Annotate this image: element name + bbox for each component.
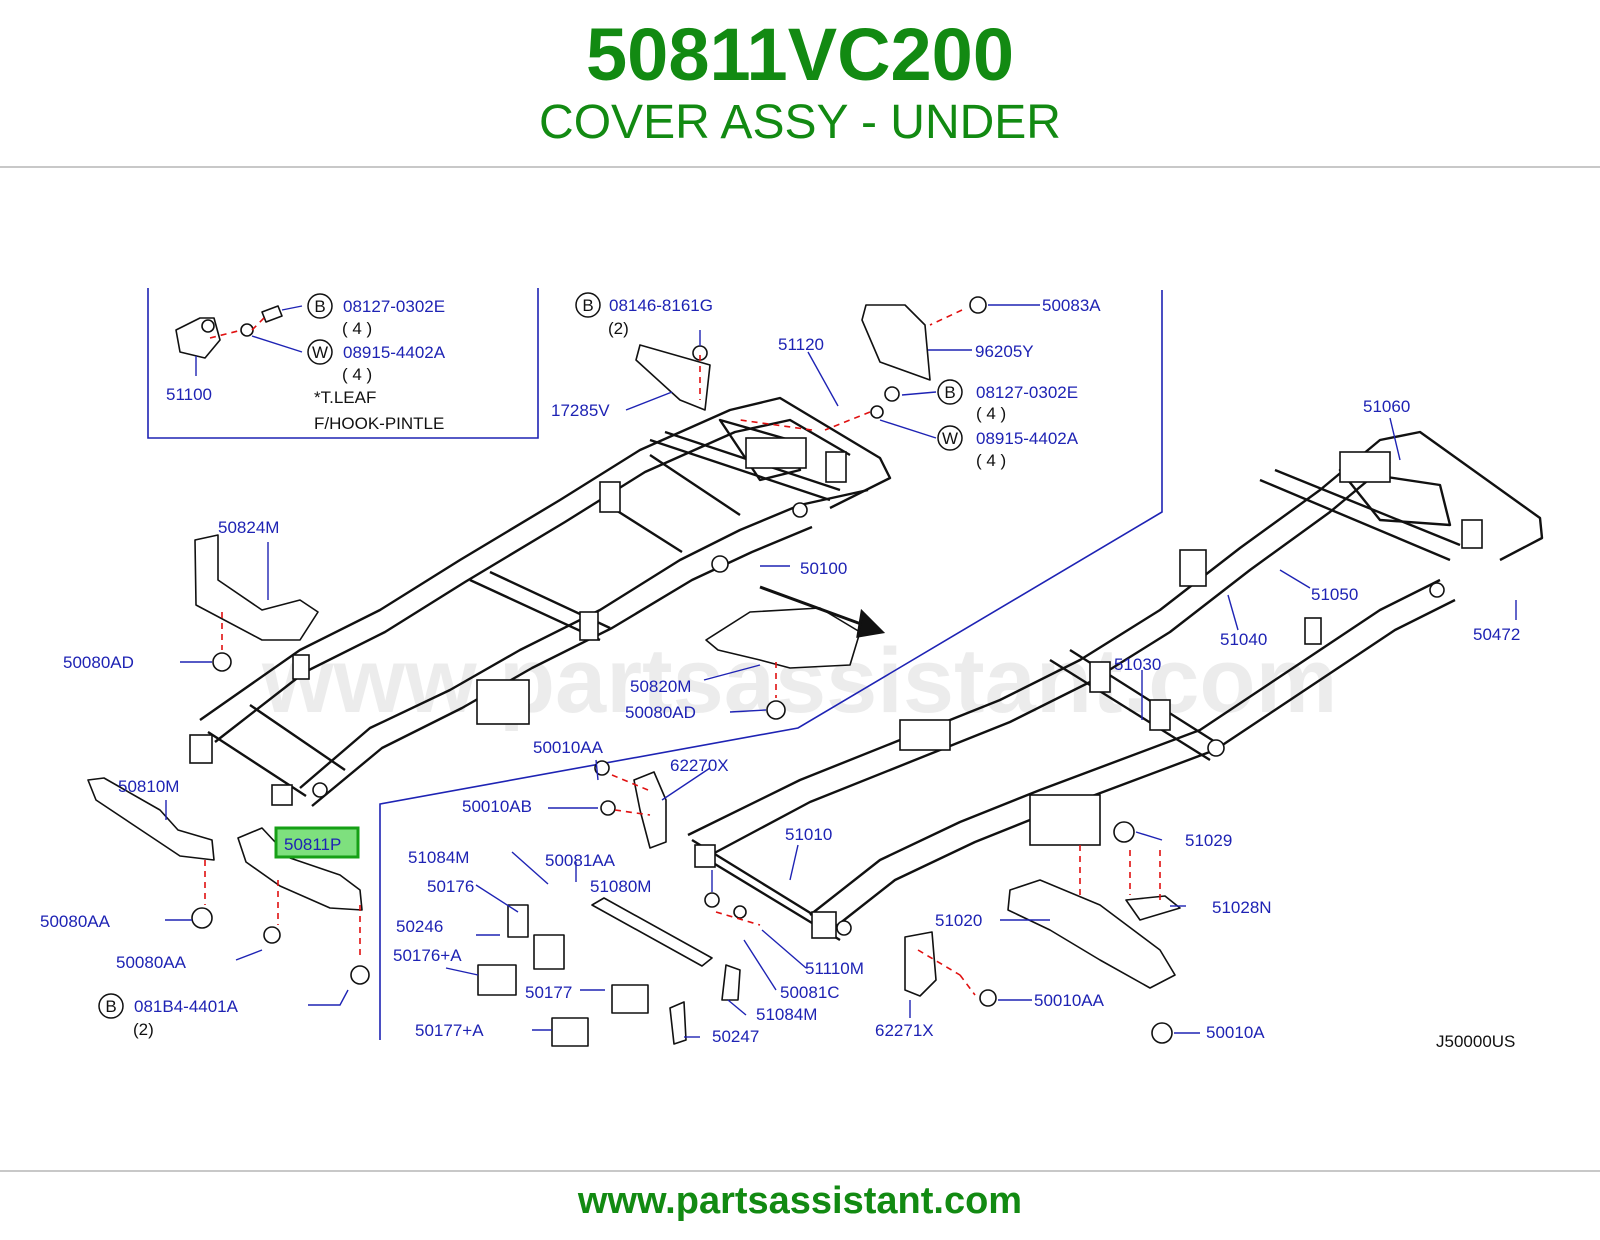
part-number-title: 50811VC200 xyxy=(586,13,1014,96)
part-label: 50100 xyxy=(800,559,847,578)
part-label: 50010AA xyxy=(533,738,604,757)
part-label: 08915-4402A xyxy=(343,343,446,362)
diagram-code: J50000US xyxy=(1436,1032,1515,1051)
part-label: 50083A xyxy=(1042,296,1101,315)
circle-markers xyxy=(98,292,963,1019)
part-label: 51080M xyxy=(590,877,651,896)
part-label: 50824M xyxy=(218,518,279,537)
frame-lower-fittings xyxy=(694,451,1483,939)
part-label: 51020 xyxy=(935,911,982,930)
marker-w: W xyxy=(312,343,328,362)
parts-diagram: www.partsassistant.com xyxy=(0,270,1600,1080)
part-label: 50176 xyxy=(427,877,474,896)
highlight-box xyxy=(274,826,360,859)
direction-arrow xyxy=(759,585,886,638)
part-label: 50247 xyxy=(712,1027,759,1046)
part-label: 50246 xyxy=(396,917,443,936)
part-label: 51100 xyxy=(166,385,212,404)
part-label: 50080AA xyxy=(40,912,111,931)
part-label: 51028N xyxy=(1212,898,1272,917)
part-label: 50080AD xyxy=(63,653,134,672)
part-label: 50081AA xyxy=(545,851,616,870)
inset-box xyxy=(147,288,539,439)
part-label: 50820M xyxy=(630,677,691,696)
part-label: 51110M xyxy=(805,959,864,978)
part-label: 50810M xyxy=(118,777,179,796)
part-label: 50010AA xyxy=(1034,991,1105,1010)
part-labels: 08127-0302E 08915-4402A 51100 08146-8161… xyxy=(40,296,1520,1046)
marker-b: B xyxy=(105,997,116,1016)
part-label: 08127-0302E xyxy=(976,383,1078,402)
part-label: 08915-4402A xyxy=(976,429,1079,448)
part-label: 50176+A xyxy=(393,946,462,965)
part-label: 96205Y xyxy=(975,342,1034,361)
part-label: 50010A xyxy=(1206,1023,1265,1042)
part-label: 51060 xyxy=(1363,397,1410,416)
part-label: 08146-8161G xyxy=(609,296,713,315)
assembly-dash-lines xyxy=(204,309,1161,996)
part-label: 51084M xyxy=(756,1005,817,1024)
marker-b: B xyxy=(582,296,593,315)
quantity-label: (2) xyxy=(133,1020,154,1039)
divider-line xyxy=(379,290,1163,1040)
quantity-label: ( 4 ) xyxy=(976,404,1006,423)
exploded-frame-diagram: www.partsassistant.com xyxy=(40,288,1544,1051)
frame-upper-fittings xyxy=(189,437,847,806)
part-label: 081B4-4401A xyxy=(134,997,239,1016)
marker-b: B xyxy=(944,383,955,402)
quantity-label: ( 4 ) xyxy=(976,451,1006,470)
part-label: 50010AB xyxy=(462,797,532,816)
part-label: 51084M xyxy=(408,848,469,867)
quantity-label: ( 4 ) xyxy=(342,319,372,338)
highlighted-part-label[interactable]: 50811P xyxy=(284,835,341,854)
inset-note: *T.LEAF xyxy=(314,388,376,407)
part-label: 51050 xyxy=(1311,585,1358,604)
part-label: 51029 xyxy=(1185,831,1232,850)
part-label: 50080AD xyxy=(625,703,696,722)
part-label: 50177+A xyxy=(415,1021,484,1040)
part-label: 51040 xyxy=(1220,630,1267,649)
part-label: 50177 xyxy=(525,983,572,1002)
footer-url[interactable]: www.partsassistant.com xyxy=(577,1180,1023,1222)
part-label: 51030 xyxy=(1114,655,1161,674)
part-label: 08127-0302E xyxy=(343,297,445,316)
leader-lines xyxy=(165,304,1517,1038)
quantity-label: (2) xyxy=(608,319,629,338)
header-divider xyxy=(0,166,1600,168)
part-label: 50080AA xyxy=(116,953,187,972)
marker-b: B xyxy=(314,297,325,316)
part-label: 51010 xyxy=(785,825,832,844)
part-label: 51120 xyxy=(778,335,824,354)
part-label: 62271X xyxy=(875,1021,934,1040)
quantity-label: ( 4 ) xyxy=(342,365,372,384)
circle-marker-letters: B W B B W B xyxy=(105,296,958,1016)
part-label: 50081C xyxy=(780,983,840,1002)
part-label: 62270X xyxy=(670,756,729,775)
footer-divider xyxy=(0,1170,1600,1172)
part-name-subtitle: COVER ASSY - UNDER xyxy=(539,96,1061,149)
marker-w: W xyxy=(942,429,958,448)
inset-note: F/HOOK-PINTLE xyxy=(314,414,444,433)
frame-upper xyxy=(199,396,892,807)
part-label: 50472 xyxy=(1473,625,1520,644)
part-label: 17285V xyxy=(551,401,610,420)
